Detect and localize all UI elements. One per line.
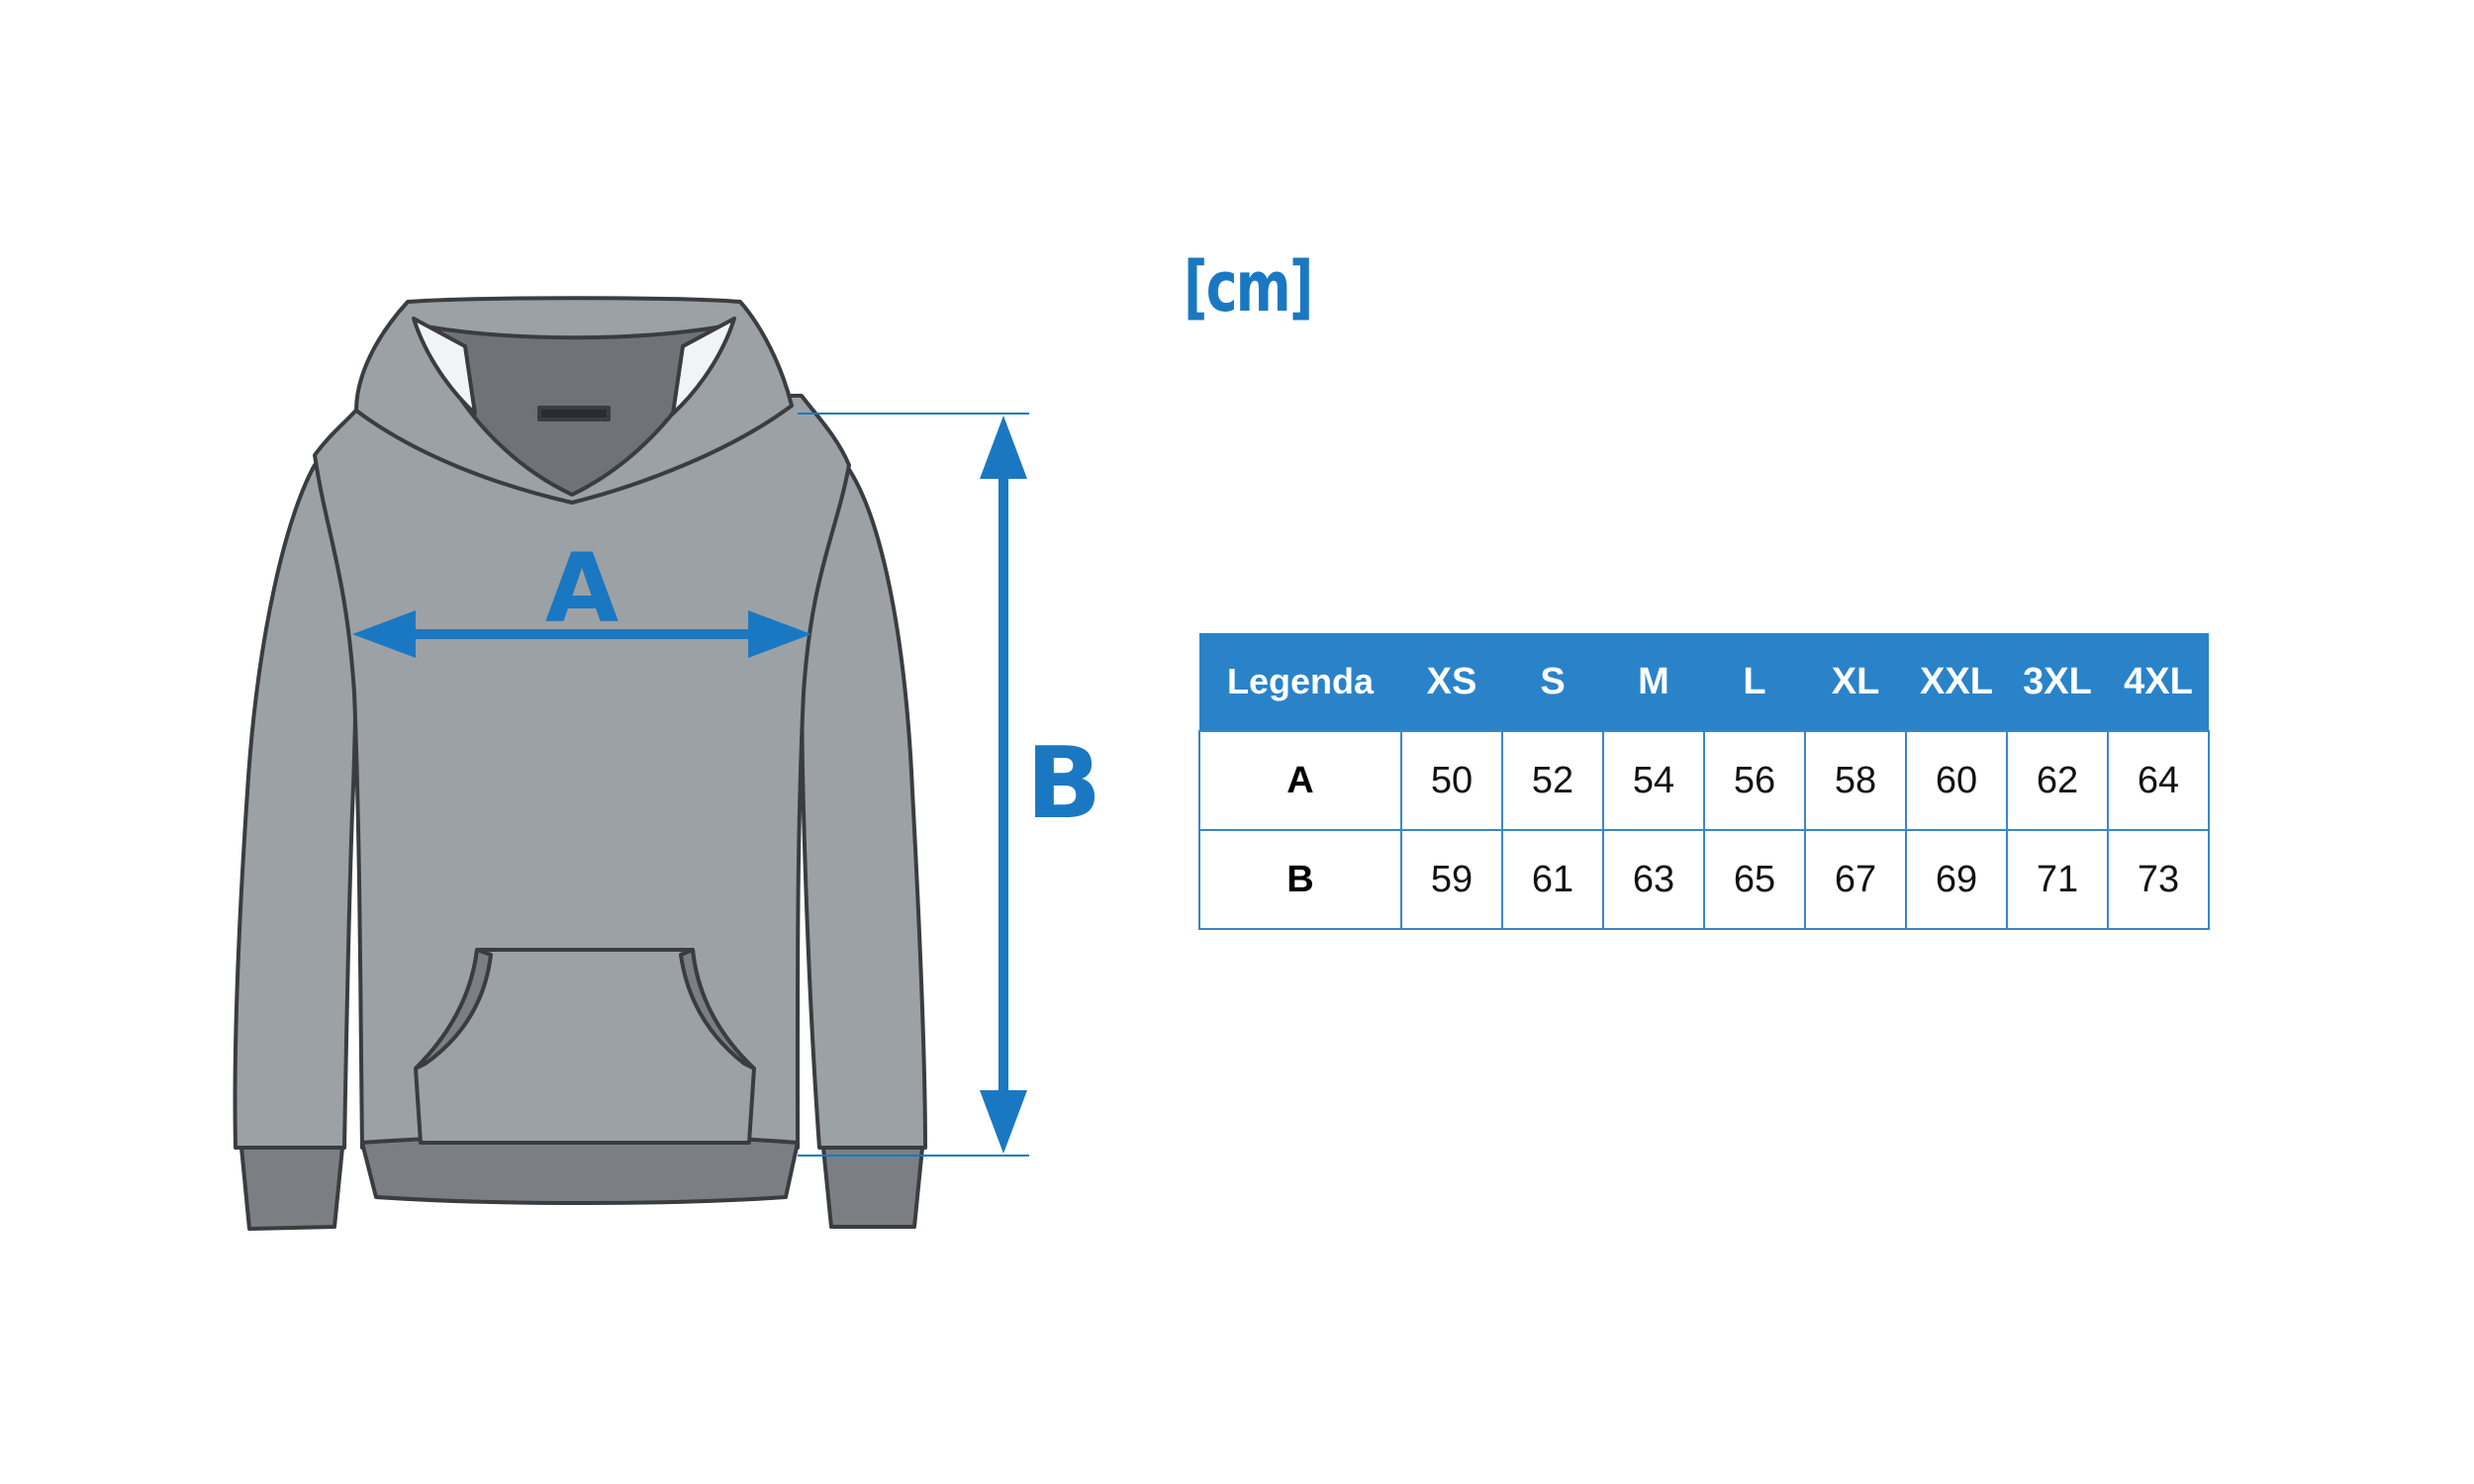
table-cell: 62	[2006, 730, 2109, 831]
length-arrowhead-bottom	[980, 1090, 1027, 1154]
width-arrow-shaft	[396, 629, 762, 639]
table-cell: 64	[2107, 730, 2210, 831]
width-arrowhead-left	[352, 610, 416, 658]
table-row: B 59 61 63 65 67 69 71 73	[1198, 829, 2210, 930]
neck-tag	[537, 406, 611, 421]
pocket-edge-right	[679, 948, 756, 1070]
table-cell: 63	[1602, 829, 1705, 930]
table-cell: 69	[1905, 829, 2008, 930]
legend-header: Legenda	[1199, 633, 1401, 731]
hood-lining	[412, 317, 477, 416]
size-chart-table: Legenda XS S M L XL XXL 3XL 4XL A 50 52 …	[1198, 633, 2210, 930]
size-header: XS	[1401, 633, 1502, 731]
measurement-b: B	[798, 413, 1101, 1157]
table-cell: 71	[2006, 829, 2109, 930]
size-header: S	[1502, 633, 1603, 731]
row-label: A	[1198, 730, 1402, 831]
size-header: 4XL	[2108, 633, 2209, 731]
size-header: 3XL	[2007, 633, 2108, 731]
length-arrowhead-top	[980, 416, 1027, 479]
size-header: M	[1603, 633, 1704, 731]
table-cell: 61	[1501, 829, 1604, 930]
hoodie-body	[313, 394, 851, 1150]
table-cell: 73	[2107, 829, 2210, 930]
right-cuff	[821, 1146, 924, 1229]
table-cell: 65	[1703, 829, 1806, 930]
hoodie-measurement-diagram: A B	[233, 296, 1101, 1231]
table-cell: 59	[1400, 829, 1503, 930]
size-header: XXL	[1906, 633, 2007, 731]
left-cuff	[239, 1146, 344, 1231]
size-header: L	[1704, 633, 1805, 731]
table-cell: 54	[1602, 730, 1705, 831]
unit-label: [cm]	[1184, 246, 1313, 327]
table-header-row: Legenda XS S M L XL XXL 3XL 4XL	[1199, 633, 2209, 731]
pocket-edge-left	[414, 948, 493, 1070]
table-cell: 67	[1804, 829, 1907, 930]
table-cell: 50	[1400, 730, 1503, 831]
waistband	[360, 1133, 800, 1205]
label-b: B	[1026, 725, 1101, 841]
width-arrowhead-right	[748, 610, 811, 658]
table-cell: 56	[1703, 730, 1806, 831]
row-label: B	[1198, 829, 1402, 930]
table-cell: 58	[1804, 730, 1907, 831]
label-a: A	[545, 533, 618, 644]
table-cell: 52	[1501, 730, 1604, 831]
size-header: XL	[1805, 633, 1906, 731]
hood-lining-right	[671, 317, 736, 416]
measurement-a: A	[352, 533, 811, 658]
hoodie-illustration	[233, 296, 927, 1231]
table-cell: 60	[1905, 730, 2008, 831]
length-arrow-shaft	[999, 465, 1008, 1108]
table-row: A 50 52 54 56 58 60 62 64	[1198, 730, 2210, 831]
